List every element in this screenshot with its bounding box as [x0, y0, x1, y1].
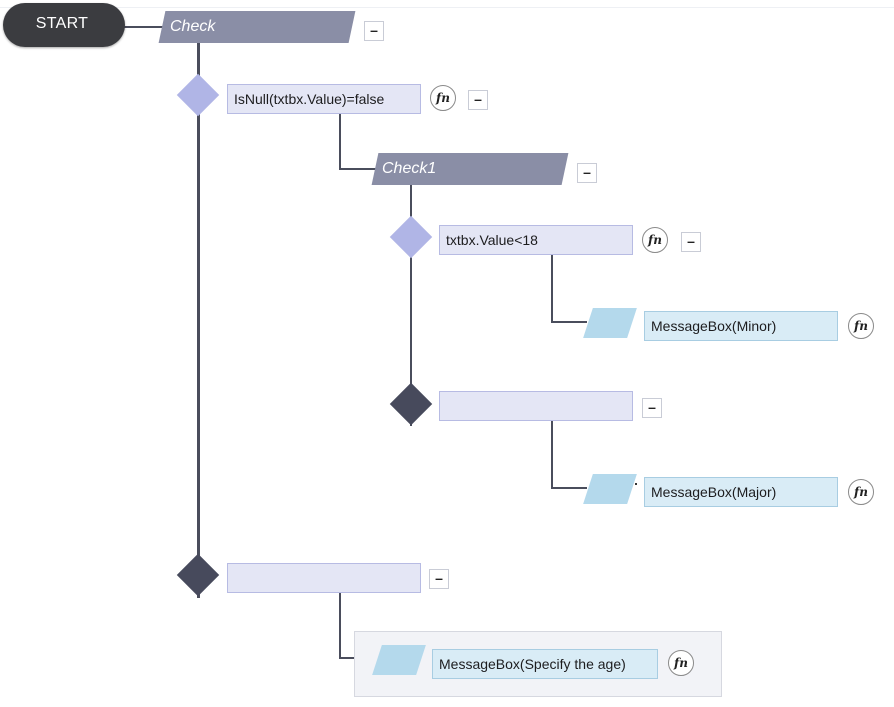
connector-to-major [551, 487, 587, 489]
minus-icon: – [474, 91, 482, 107]
action-specify-text: MessageBox(Specify the age) [439, 656, 626, 672]
fn-icon[interactable]: fn [848, 313, 874, 339]
fn-label: fn [674, 656, 688, 670]
fn-label: fn [648, 233, 662, 247]
fn-label: fn [854, 319, 868, 333]
connector-if-inner-down [551, 255, 553, 323]
action-major-box[interactable]: MessageBox(Major) [644, 477, 838, 507]
top-edge [0, 0, 894, 8]
connector-main-trunk [197, 42, 200, 598]
else-outer-condition-box[interactable] [227, 563, 421, 593]
collapse-check1-button[interactable]: – [577, 163, 597, 183]
minus-icon: – [687, 233, 695, 249]
collapse-else-outer-button[interactable]: – [429, 569, 449, 589]
if-outer-diamond[interactable] [176, 73, 220, 117]
connector-if-outer-down [339, 113, 341, 170]
collapse-check-button[interactable]: – [364, 21, 384, 41]
action-major-text: MessageBox(Major) [651, 484, 777, 500]
else-outer-diamond[interactable] [176, 553, 220, 597]
stray-dot [635, 483, 637, 485]
else-inner-diamond[interactable] [389, 382, 433, 426]
fn-label: fn [854, 485, 868, 499]
check-block-title: Check [170, 18, 216, 35]
action-major-shape[interactable] [583, 474, 637, 504]
minus-icon: – [648, 399, 656, 415]
check1-block-title: Check1 [382, 160, 437, 177]
connector-to-minor [551, 321, 587, 323]
start-node[interactable]: START [3, 3, 125, 47]
collapse-if-inner-button[interactable]: – [681, 232, 701, 252]
collapse-else-inner-button[interactable]: – [642, 398, 662, 418]
if-outer-condition-box[interactable]: IsNull(txtbx.Value)=false [227, 84, 421, 114]
action-minor-text: MessageBox(Minor) [651, 318, 777, 334]
minus-icon: – [435, 570, 443, 586]
minus-icon: – [370, 22, 378, 38]
if-inner-diamond[interactable] [389, 215, 433, 259]
fn-icon[interactable]: fn [668, 650, 694, 676]
connector-to-check1 [339, 168, 379, 170]
if-inner-condition-text: txtbx.Value<18 [446, 232, 538, 248]
minus-icon: – [583, 164, 591, 180]
if-outer-condition-text: IsNull(txtbx.Value)=false [234, 91, 385, 107]
start-label: START [35, 15, 89, 32]
fn-label: fn [436, 91, 450, 105]
fn-icon[interactable]: fn [642, 227, 668, 253]
fn-icon[interactable]: fn [848, 479, 874, 505]
action-minor-box[interactable]: MessageBox(Minor) [644, 311, 838, 341]
if-inner-condition-box[interactable]: txtbx.Value<18 [439, 225, 633, 255]
action-specify-box[interactable]: MessageBox(Specify the age) [432, 649, 658, 679]
fn-icon[interactable]: fn [430, 85, 456, 111]
connector-check1-trunk [410, 184, 412, 426]
else-inner-condition-box[interactable] [439, 391, 633, 421]
connector-else-inner-down [551, 421, 553, 489]
connector-start-check [122, 26, 166, 28]
collapse-if-outer-button[interactable]: – [468, 90, 488, 110]
connector-else-outer-down [339, 592, 341, 659]
action-minor-shape[interactable] [583, 308, 637, 338]
